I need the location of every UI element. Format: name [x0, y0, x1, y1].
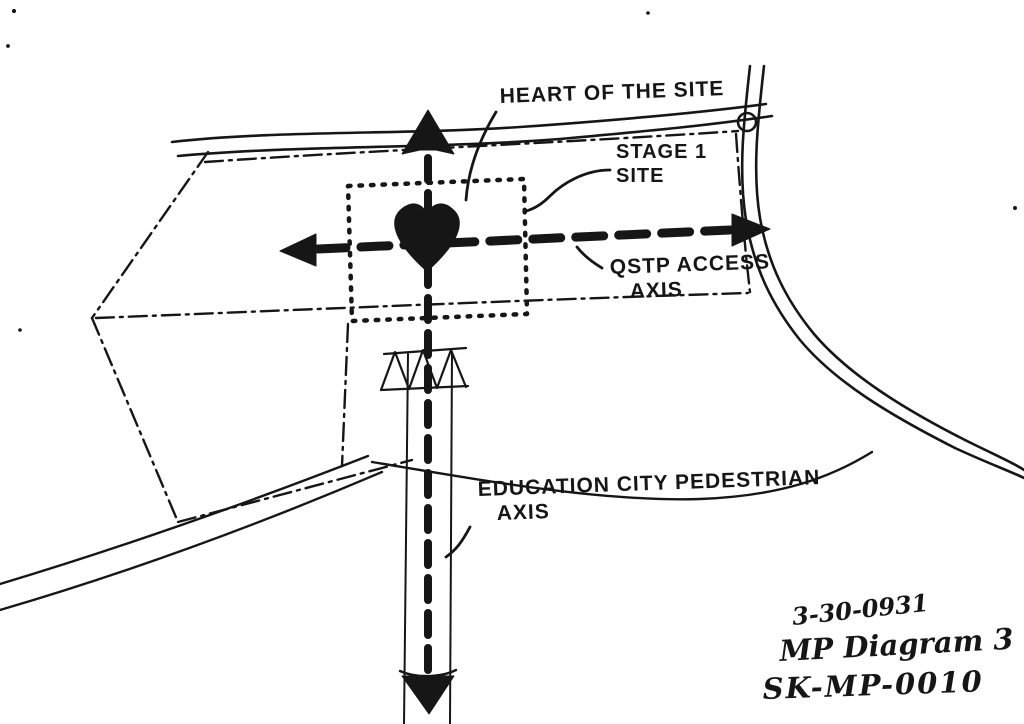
boundary-inner-vertical [340, 322, 350, 468]
right-road [736, 64, 1024, 480]
boundary-top-inner [203, 129, 740, 164]
heart-icon [394, 203, 460, 272]
pedestrian-label-leader [444, 525, 472, 559]
axis-side-line-right [449, 351, 453, 724]
heart-of-site-label: HEART OF THE SITE [499, 77, 724, 108]
leader-lines [444, 110, 612, 559]
stage1-label-leader [524, 168, 612, 213]
boundary-bottom [176, 458, 414, 524]
qstp-access-axis [279, 213, 771, 267]
top-road-lower-line [176, 114, 774, 158]
boundary-right-vertical [734, 132, 752, 294]
qstp-label-leader [575, 245, 604, 270]
bottom-road-upper-line [0, 454, 370, 586]
stage1-label-line1: STAGE 1 [616, 141, 707, 163]
boundary-left-diagonal [90, 150, 210, 320]
road-node-circle [736, 111, 758, 133]
pedestrian-label-line2: AXIS [496, 500, 550, 525]
top-road-upper-line [170, 102, 768, 144]
right-road-right-line [754, 64, 1024, 472]
titleblock-date: 3-30-0931 [791, 588, 930, 631]
right-arrow-icon [731, 213, 771, 247]
bridge-zigzag [379, 348, 468, 392]
bridge-bottom-line [379, 384, 470, 392]
qstp-axis-dashed-line [313, 225, 735, 254]
scan-speckles [6, 8, 1017, 332]
bottom-road-sweep-line [370, 450, 874, 501]
top-road [170, 102, 774, 158]
bottom-road-lower-line [0, 470, 384, 612]
bottom-left-road [0, 450, 874, 612]
bridge-hatch-symbol [379, 346, 470, 392]
right-road-left-line [740, 64, 1024, 480]
stage1-site-dotted-boundary [345, 176, 530, 324]
down-arrow-icon [401, 675, 455, 715]
titleblock-sheet-number: SK-MP-0010 [762, 664, 984, 706]
site-boundary [90, 129, 752, 524]
qstp-label-line1: QSTP ACCESS [609, 250, 770, 279]
qstp-label-line2: AXIS [629, 278, 683, 303]
up-arrow-icon [401, 109, 455, 155]
heart-label-leader [464, 110, 498, 202]
axis-side-line-left [403, 353, 409, 724]
stage1-label-line2: SITE [616, 165, 664, 187]
pedestrian-label-line1: EDUCATION CITY PEDESTRIAN [477, 466, 820, 501]
pedestrian-axis [398, 109, 458, 724]
bridge-top-line [382, 346, 468, 356]
left-arrow-icon [279, 233, 317, 267]
boundary-lower-left [90, 316, 180, 524]
